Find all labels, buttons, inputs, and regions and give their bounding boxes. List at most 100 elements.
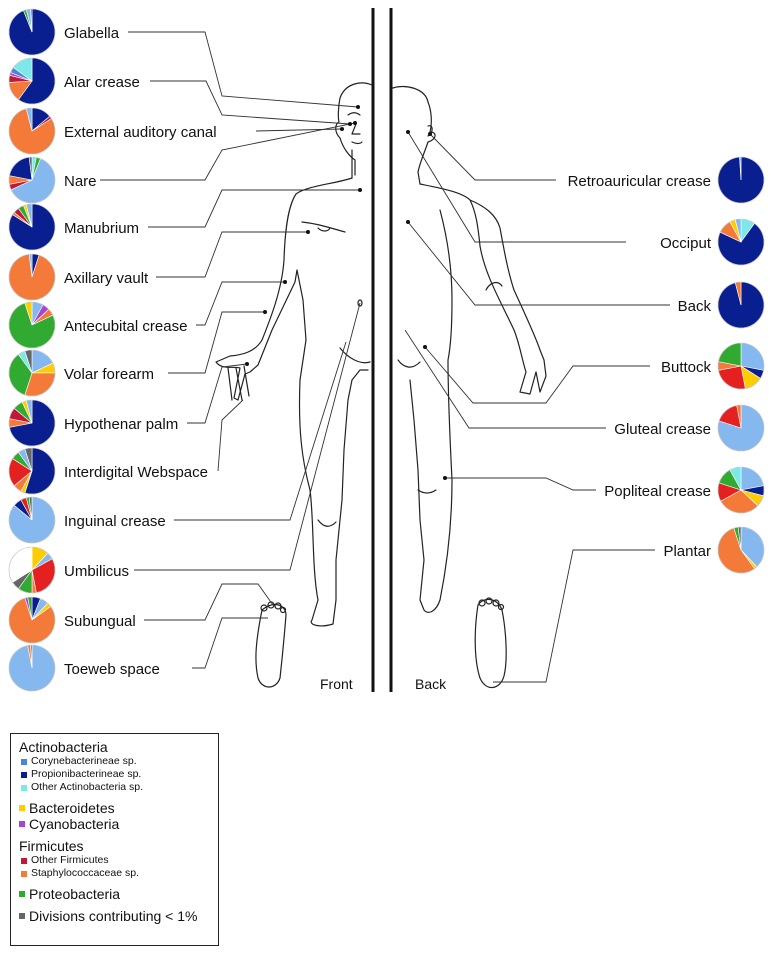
- leader-occiput: [407, 131, 626, 243]
- pie-back: [717, 281, 765, 329]
- pie-outline-plantar: [717, 526, 765, 574]
- pie-outline-glabella: [8, 8, 56, 56]
- legend-label-proteobacteria: Proteobacteria: [29, 886, 121, 902]
- leader-interdigital-webspace: [217, 399, 244, 472]
- front-nipple: [317, 227, 331, 232]
- leader-manubrium: [148, 189, 360, 228]
- pie-external-auditory-canal: [8, 107, 56, 155]
- pie-outline-axillary-vault: [8, 253, 56, 301]
- pie-toeweb-space: [8, 644, 56, 692]
- legend: Actinobacteria Corynebacterineae sp. Pro…: [10, 733, 219, 946]
- leader-subungual: [144, 583, 274, 621]
- front-hand-fingers: [227, 365, 250, 401]
- pie-slice-buttock-proteo: [718, 342, 742, 367]
- leader-axillary-vault: [156, 231, 308, 278]
- front-toe-4: [279, 606, 287, 614]
- site-label-nare: Nare: [64, 173, 97, 190]
- leader-nare: [100, 122, 356, 181]
- pie-outline-buttock: [717, 342, 765, 390]
- site-label-subungual: Subungual: [64, 613, 136, 630]
- front-mouth: [351, 141, 363, 145]
- site-label-hypothenar-palm: Hypothenar palm: [64, 416, 178, 433]
- pie-outline-toeweb-space: [8, 644, 56, 692]
- marker-occiput: [406, 130, 410, 134]
- site-label-toeweb-space: Toeweb space: [64, 661, 160, 678]
- pie-outline-gluteal-crease: [717, 404, 765, 452]
- front-nose: [351, 123, 361, 135]
- back-body-figure: [392, 85, 547, 613]
- legend-item-cyanobacteria: Cyanobacteria: [19, 816, 210, 832]
- back-toe-1: [478, 599, 486, 607]
- back-toe-4: [497, 603, 505, 611]
- back-buttock-line: [397, 359, 421, 368]
- front-view-label: Front: [320, 676, 353, 692]
- marker-alar-crease: [348, 122, 352, 126]
- site-label-popliteal-crease: Popliteal crease: [604, 483, 711, 500]
- site-label-back: Back: [678, 298, 712, 315]
- back-head-outline: [392, 85, 436, 185]
- leader-buttock: [424, 346, 650, 404]
- pie-glabella: [8, 8, 56, 56]
- marker-hypothenar-palm: [245, 362, 249, 366]
- leader-alar-crease: [150, 80, 351, 125]
- marker-retroauricular-crease: [428, 132, 432, 136]
- marker-buttock: [423, 345, 427, 349]
- legend-swatch-staph: [21, 870, 27, 877]
- right-site-labels: Retroauricular crease Occiput Back Butto…: [568, 173, 712, 560]
- legend-item-other-actino: Other Actinobacteria sp.: [19, 781, 210, 794]
- pie-hypothenar-palm: [8, 399, 56, 447]
- back-foot: [474, 598, 507, 689]
- front-navel: [357, 299, 363, 307]
- leader-umbilicus: [134, 302, 361, 571]
- legend-actinobacteria: Actinobacteria: [19, 739, 108, 755]
- legend-swatch-cyanobacteria: [19, 821, 25, 827]
- back-torso-side: [409, 209, 453, 613]
- site-label-umbilicus: Umbilicus: [64, 563, 129, 580]
- pie-outline-back: [717, 281, 765, 329]
- front-eye: [347, 112, 361, 116]
- site-label-manubrium: Manubrium: [64, 220, 139, 237]
- pie-interdigital-webspace: [8, 447, 56, 495]
- legend-swatch-proteobacteria: [19, 891, 25, 897]
- pie-antecubital-crease: [8, 301, 56, 349]
- pie-outline-interdigital-webspace: [8, 447, 56, 495]
- pie-outline-inguinal-crease: [8, 496, 56, 544]
- leader-glabella: [128, 31, 359, 108]
- site-label-glabella: Glabella: [64, 25, 120, 42]
- legend-item-bacteroidetes: Bacteroidetes: [19, 800, 210, 816]
- pie-inguinal-crease: [8, 496, 56, 544]
- legend-label-minor: Divisions contributing < 1%: [29, 908, 198, 924]
- front-toe-1: [260, 604, 268, 612]
- legend-label-other-actino: Other Actinobacteria sp.: [31, 781, 144, 793]
- pie-outline-retroauricular-crease: [717, 156, 765, 204]
- back-torso-outline: [419, 183, 547, 395]
- pie-outline-popliteal-crease: [717, 466, 765, 514]
- pie-outline-umbilicus: [8, 546, 56, 594]
- site-markers: [245, 105, 447, 480]
- pie-outline-alar-crease: [8, 57, 56, 105]
- legend-item-other-firmicutes: Other Firmicutes: [19, 854, 210, 867]
- site-label-occiput: Occiput: [660, 235, 712, 252]
- pie-outline-external-auditory-canal: [8, 107, 56, 155]
- marker-antecubital-crease: [283, 280, 287, 284]
- marker-glabella: [356, 105, 360, 109]
- pie-outline-hypothenar-palm: [8, 399, 56, 447]
- feet: [255, 597, 507, 689]
- left-site-labels: Glabella Alar crease External auditory c…: [64, 25, 217, 678]
- site-label-gluteal-crease: Gluteal crease: [614, 421, 711, 438]
- pie-subungual: [8, 596, 56, 644]
- marker-manubrium: [358, 188, 362, 192]
- pie-occiput: [717, 218, 765, 266]
- pie-popliteal-crease: [717, 466, 765, 514]
- site-label-buttock: Buttock: [661, 359, 712, 376]
- site-label-volar-forearm: Volar forearm: [64, 366, 154, 383]
- pie-alar-crease: [8, 57, 56, 105]
- front-torso-outline: [215, 177, 369, 627]
- front-groin: [339, 347, 371, 364]
- pie-outline-antecubital-crease: [8, 301, 56, 349]
- site-label-inguinal-crease: Inguinal crease: [64, 513, 166, 530]
- leader-plantar: [493, 549, 655, 683]
- pie-outline-subungual: [8, 596, 56, 644]
- legend-label-propioni: Propionibacterineae sp.: [31, 768, 142, 780]
